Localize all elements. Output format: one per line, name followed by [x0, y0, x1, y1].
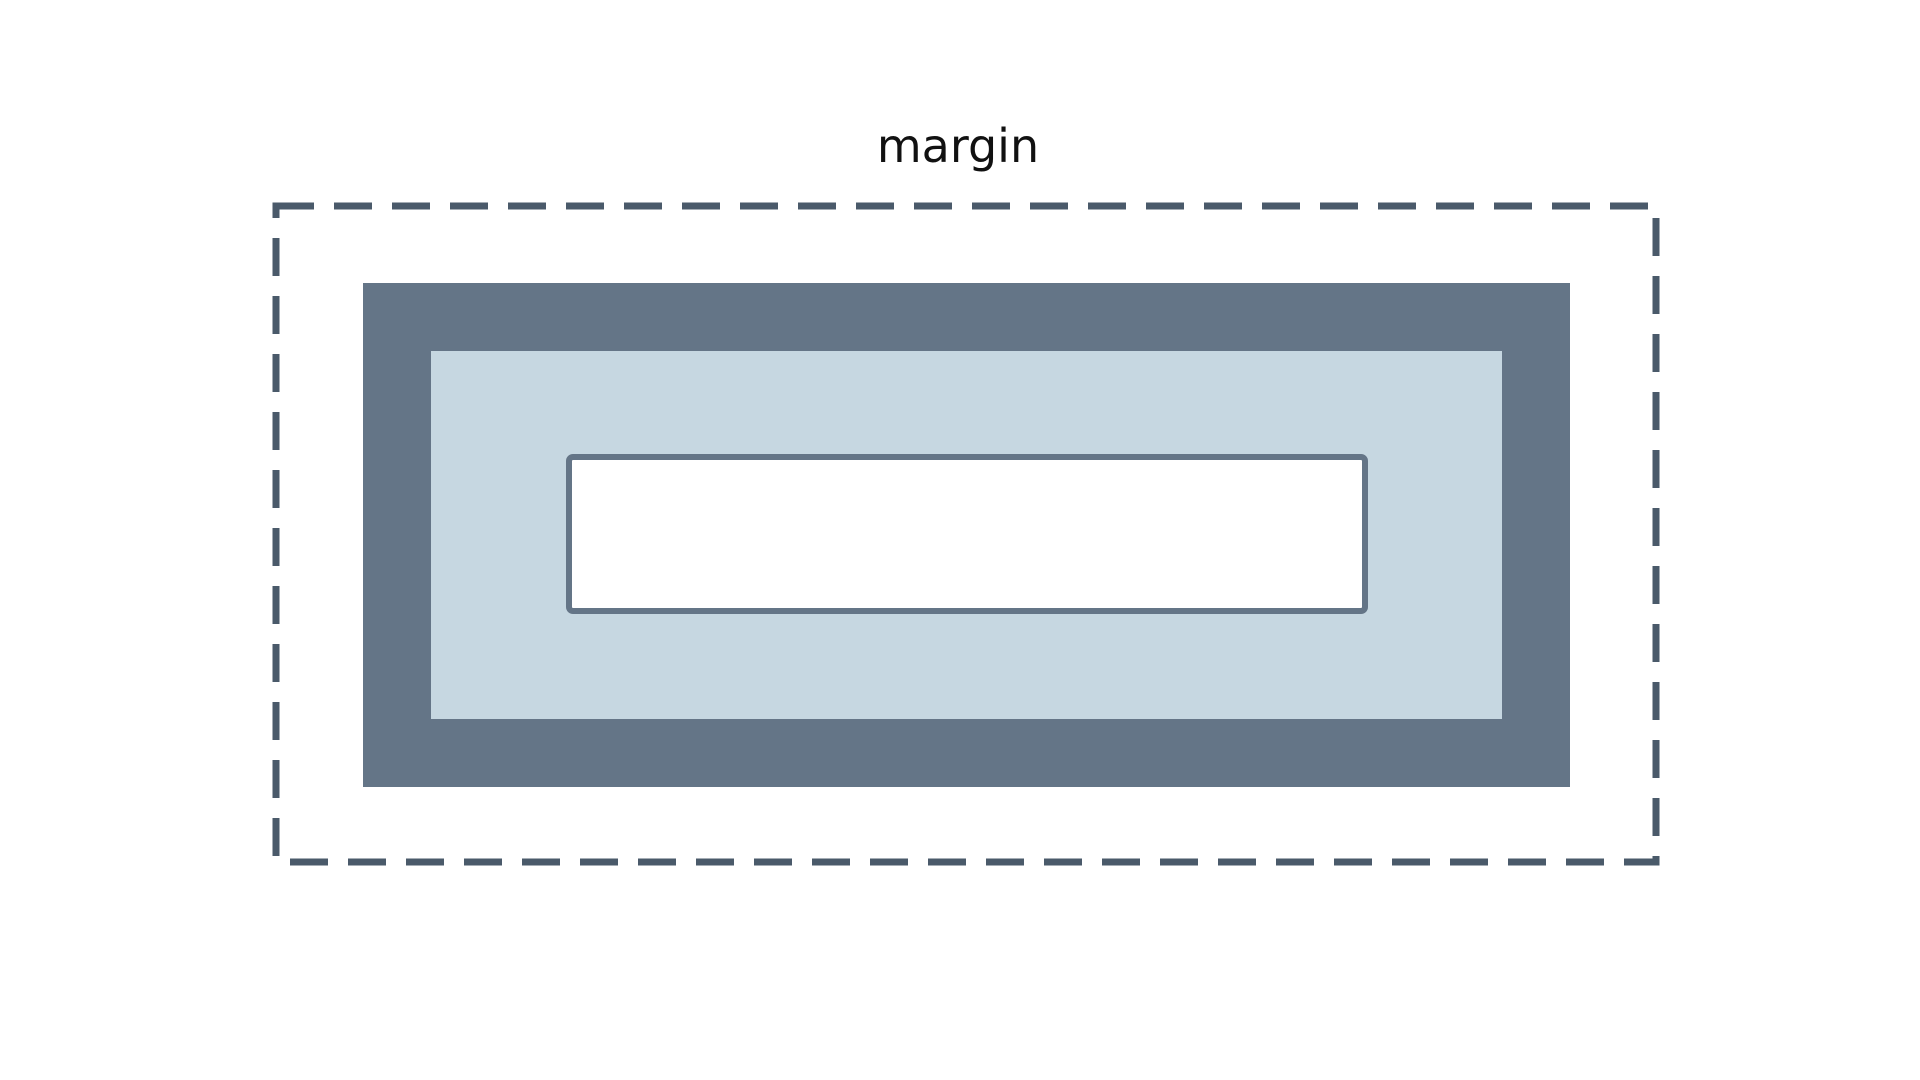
content-area	[566, 454, 1368, 614]
margin-area	[272, 202, 1660, 866]
margin-label: margin	[877, 119, 1039, 173]
